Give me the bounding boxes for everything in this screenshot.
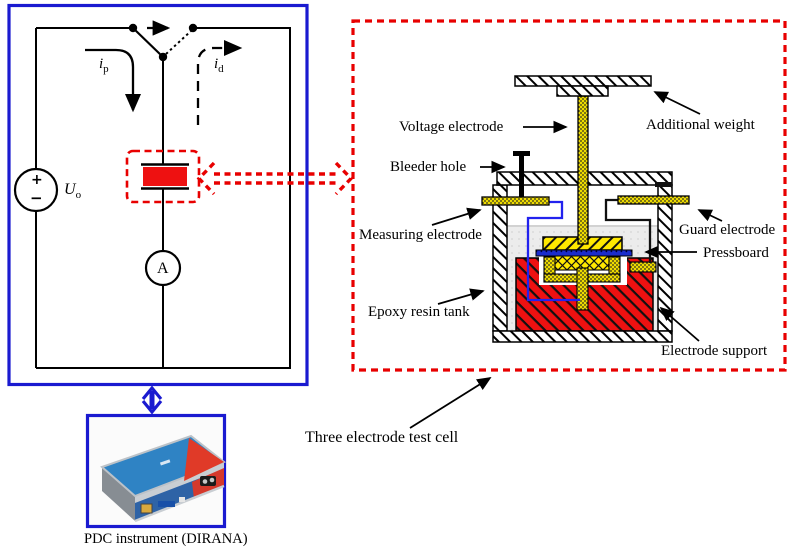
sample-highlight-box xyxy=(125,149,201,204)
guard-ring xyxy=(629,261,657,273)
source-plus-sign: + xyxy=(31,172,43,188)
voltage-electrode-rod xyxy=(577,95,589,245)
circuit-wires xyxy=(35,27,291,369)
guard-electrode-bar xyxy=(617,195,690,205)
bleeder-pin xyxy=(513,151,530,197)
circuit-panel-frame xyxy=(7,3,309,387)
lid-step xyxy=(655,182,672,187)
depolarization-current-label: id xyxy=(214,56,224,75)
link-arrow xyxy=(141,385,163,415)
ammeter-symbol xyxy=(144,249,182,287)
polarization-current-arrow xyxy=(85,48,142,113)
depolarization-current-arrow xyxy=(196,39,243,125)
guard-electrode-label: Guard electrode xyxy=(679,222,776,238)
electrode-stem xyxy=(576,267,589,311)
voltage-source xyxy=(13,167,59,213)
sample-capacitor xyxy=(141,163,189,190)
pressboard-bar xyxy=(535,249,633,257)
magnify-arrow xyxy=(196,161,354,196)
test-cell-frame xyxy=(351,19,787,372)
ammeter-label: A xyxy=(157,260,169,277)
electrode-support-label: Electrode support xyxy=(661,343,768,359)
label-arrows xyxy=(409,91,723,429)
additional-weight-label: Additional weight xyxy=(646,117,755,133)
guard-wire xyxy=(604,198,652,263)
pdc-instrument-photo xyxy=(100,434,227,523)
bleeder-hole-label: Bleeder hole xyxy=(390,159,467,175)
voltage-electrode-label: Voltage electrode xyxy=(399,119,504,135)
epoxy-resin-tank-label: Epoxy resin tank xyxy=(368,304,470,320)
measuring-electrode-bar xyxy=(481,196,550,206)
additional-weight-shape xyxy=(514,75,652,97)
test-cell-caption: Three electrode test cell xyxy=(305,429,459,446)
pressboard-label: Pressboard xyxy=(703,245,769,261)
measuring-electrode-label: Measuring electrode xyxy=(359,227,482,243)
pdc-instrument-caption: PDC instrument (DIRANA) xyxy=(84,531,248,547)
source-minus-sign: − xyxy=(30,189,43,207)
blue-measuring-wire xyxy=(526,200,580,302)
tank-walls xyxy=(492,184,673,343)
switch xyxy=(128,20,198,62)
voltage-source-label: Uo xyxy=(64,181,82,202)
polarization-current-label: ip xyxy=(99,56,109,75)
test-cell xyxy=(481,75,690,343)
